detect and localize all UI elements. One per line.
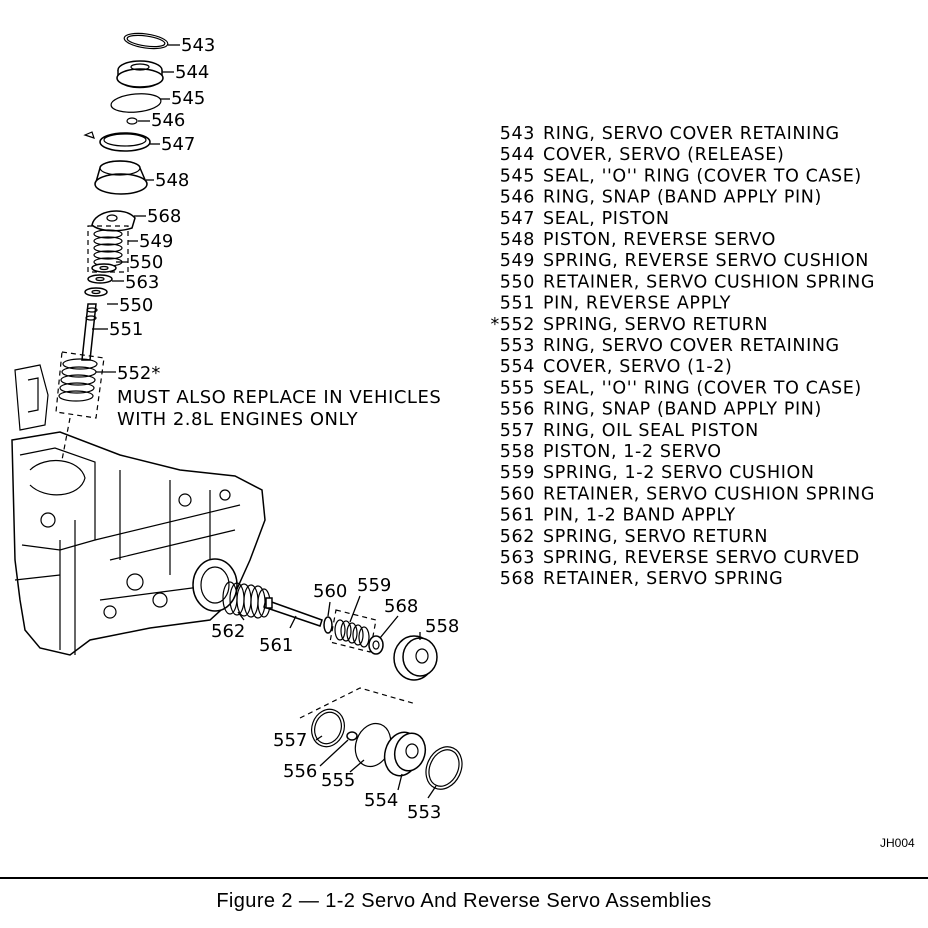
legend-number: 563: [500, 548, 535, 568]
one-two-servo-group: [222, 581, 463, 790]
legend-number: 557: [500, 421, 535, 441]
legend-description: COVER, SERVO (1-2): [543, 357, 732, 377]
legend-number: 568: [500, 569, 535, 589]
legend-description: SPRING, SERVO RETURN: [543, 527, 768, 547]
callout-558: 558: [425, 616, 459, 637]
legend-description: RETAINER, SERVO CUSHION SPRING: [543, 272, 875, 292]
callout-545: 545: [171, 88, 205, 109]
callout-550-upper: 550: [129, 252, 163, 273]
legend-number: 556: [500, 400, 535, 420]
callout-547: 547: [161, 134, 195, 155]
legend-number: 558: [500, 442, 535, 462]
legend-description: PISTON, 1-2 SERVO: [543, 442, 722, 462]
legend-description: SPRING, REVERSE SERVO CUSHION: [543, 251, 869, 271]
legend-number: 550: [500, 272, 535, 292]
legend-description: PIN, 1-2 BAND APPLY: [543, 506, 736, 526]
callout-563: 563: [125, 272, 159, 293]
reverse-servo-stack: [55, 32, 169, 461]
legend-description: PISTON, REVERSE SERVO: [543, 230, 776, 250]
callout-551: 551: [109, 319, 143, 340]
callout-552: 552*: [117, 363, 160, 384]
transmission-case: [11, 364, 266, 656]
legend-number: 547: [500, 209, 535, 229]
callout-559: 559: [357, 575, 391, 596]
legend-number: 554: [500, 357, 535, 377]
callout-549: 549: [139, 231, 173, 252]
callout-560: 560: [313, 581, 347, 602]
callout-554: 554: [364, 790, 398, 811]
note-line-1: MUST ALSO REPLACE IN VEHICLES: [117, 387, 441, 408]
callout-labels: 543 544 545 546 547 548 568 549 550 563 …: [109, 35, 459, 823]
legend-description: SPRING, SERVO RETURN: [543, 315, 768, 335]
legend-description: PIN, REVERSE APPLY: [543, 294, 731, 314]
legend-number: 545: [500, 166, 535, 186]
callout-561: 561: [259, 635, 293, 656]
legend-number: 551: [500, 294, 535, 314]
legend-number: 543: [500, 124, 535, 144]
callout-550-lower: 550: [119, 295, 153, 316]
legend-number: 561: [500, 506, 535, 526]
legend-number: *552: [490, 315, 535, 335]
legend-description: SPRING, REVERSE SERVO CURVED: [543, 548, 860, 568]
legend-description: RING, SNAP (BAND APPLY PIN): [543, 188, 822, 208]
callout-543: 543: [181, 35, 215, 56]
legend-number: 555: [500, 378, 535, 398]
servo-exploded-diagram: 543 544 545 546 547 548 568 549 550 563 …: [11, 32, 915, 850]
caption-divider: [0, 877, 928, 879]
callout-553: 553: [407, 802, 441, 823]
leader-lines: [92, 44, 437, 799]
legend-description: SEAL, ''O'' RING (COVER TO CASE): [543, 378, 862, 398]
callout-556: 556: [283, 761, 317, 782]
note-line-2: WITH 2.8L ENGINES ONLY: [117, 409, 359, 430]
drawing-code: JH004: [880, 836, 915, 850]
legend-description: RING, SERVO COVER RETAINING: [543, 124, 840, 144]
figure-caption: Figure 2 — 1-2 Servo And Reverse Servo A…: [216, 890, 712, 912]
legend-description: RING, OIL SEAL PISTON: [543, 421, 759, 441]
legend-number: 549: [500, 251, 535, 271]
legend-number: 544: [500, 145, 535, 165]
legend-description: RETAINER, SERVO CUSHION SPRING: [543, 484, 875, 504]
callout-555: 555: [321, 770, 355, 791]
callout-548: 548: [155, 170, 189, 191]
legend-description: SEAL, PISTON: [543, 209, 670, 229]
callout-568-lower: 568: [384, 596, 418, 617]
legend-number: 546: [500, 188, 535, 208]
legend-description: RING, SERVO COVER RETAINING: [543, 336, 840, 356]
legend-description: SPRING, 1-2 SERVO CUSHION: [543, 463, 815, 483]
legend-number: 553: [500, 336, 535, 356]
legend-description: RETAINER, SERVO SPRING: [543, 569, 783, 589]
legend-number: 560: [500, 484, 535, 504]
legend-description: SEAL, ''O'' RING (COVER TO CASE): [543, 166, 862, 186]
legend-number: 548: [500, 230, 535, 250]
callout-546: 546: [151, 110, 185, 131]
callout-562: 562: [211, 621, 245, 642]
legend-description: RING, SNAP (BAND APPLY PIN): [543, 400, 822, 420]
callout-568-upper: 568: [147, 206, 181, 227]
legend-description: COVER, SERVO (RELEASE): [543, 145, 784, 165]
callout-557: 557: [273, 730, 307, 751]
legend-number: 562: [500, 527, 535, 547]
legend-number: 559: [500, 463, 535, 483]
callout-544: 544: [175, 62, 209, 83]
